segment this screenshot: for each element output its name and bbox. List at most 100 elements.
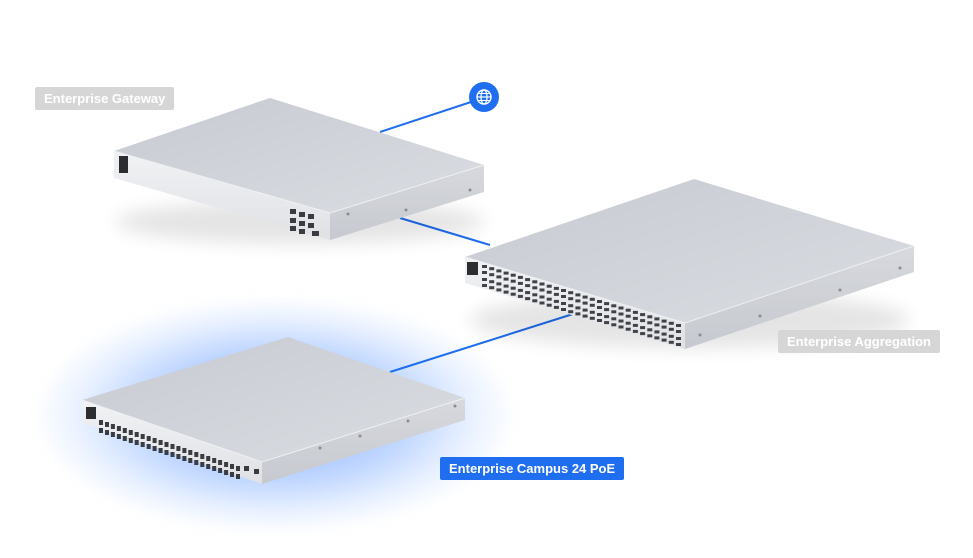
sfp-port (625, 314, 631, 318)
campus-label[interactable]: Enterprise Campus 24 PoE (440, 457, 625, 480)
sfp-port (661, 325, 667, 329)
gateway-device[interactable] (113, 98, 485, 244)
sfp-port (575, 306, 581, 310)
sfp-port (625, 321, 631, 325)
sfp-port (676, 324, 681, 327)
ethernet-port (152, 438, 157, 443)
sfp-port (582, 308, 588, 312)
sfp-port (553, 299, 559, 303)
ethernet-port (212, 458, 217, 463)
sfp-port (611, 323, 617, 327)
ethernet-port (188, 450, 193, 455)
sfp-port (532, 293, 538, 297)
ethernet-port (134, 440, 139, 445)
sfp-port (568, 297, 574, 301)
sfp-port (597, 319, 602, 322)
sfp-port (618, 319, 624, 323)
ethernet-port (152, 446, 157, 451)
sfp-port (482, 284, 487, 287)
ethernet-port (188, 458, 193, 463)
sfp-port (510, 286, 516, 290)
sfp-port (489, 273, 495, 277)
ethernet-port (224, 462, 229, 467)
sfp-port (647, 328, 653, 332)
sfp-port (553, 292, 559, 296)
ethernet-port (116, 426, 121, 431)
sfp-port (482, 278, 487, 281)
sfp-port (661, 332, 667, 336)
ethernet-port (128, 438, 133, 443)
sfp-port (568, 304, 574, 308)
sfp-port (561, 308, 566, 311)
ethernet-port (116, 434, 121, 439)
sfp-port (618, 312, 624, 316)
sfp-port (510, 292, 516, 296)
sfp-port (489, 286, 495, 290)
ethernet-port (146, 436, 151, 441)
sfp-port (575, 312, 581, 316)
sfp-port (489, 267, 495, 271)
ethernet-port (170, 444, 175, 449)
sfp-port (517, 288, 523, 292)
sfp-port (668, 321, 674, 325)
gateway-label[interactable]: Enterprise Gateway (35, 87, 175, 110)
sfp-port (589, 316, 595, 320)
sfp-port (525, 291, 531, 295)
ethernet-port (212, 466, 217, 471)
sfp-port (597, 313, 602, 316)
ethernet-port (99, 428, 103, 433)
uplink-port (244, 466, 249, 471)
uplink-port (254, 469, 259, 474)
sfp-port (661, 338, 667, 342)
ethernet-port (158, 440, 163, 445)
sfp-port (589, 310, 595, 314)
sfp-port (582, 301, 588, 305)
sfp-port (482, 265, 487, 268)
ethernet-port (194, 460, 199, 465)
sfp-port (625, 308, 631, 312)
ethernet-port (182, 448, 187, 453)
sfp-port (539, 301, 545, 305)
sfp-port (561, 302, 566, 305)
sfp-port (546, 297, 552, 301)
link-gateway-internet (379, 100, 475, 133)
sfp-port (482, 271, 487, 274)
sfp-port (503, 290, 509, 294)
ethernet-port (134, 432, 139, 437)
sfp-port (561, 289, 566, 292)
sfp-port (640, 313, 646, 317)
ethernet-port (176, 446, 181, 451)
sfp-port (668, 340, 674, 344)
sfp-port (496, 282, 502, 286)
sfp-port (575, 299, 581, 303)
sfp-port (589, 297, 595, 301)
sfp-port (668, 327, 674, 331)
sfp-port (503, 271, 509, 275)
ethernet-port (122, 428, 127, 433)
sfp-port (604, 315, 610, 319)
ethernet-port (164, 450, 169, 455)
aggregation-label[interactable]: Enterprise Aggregation (778, 330, 940, 353)
sfp-port (676, 330, 681, 333)
sfp-port (517, 281, 523, 285)
ethernet-port (218, 468, 223, 473)
ethernet-port (224, 470, 229, 475)
sfp-port (561, 295, 566, 298)
ethernet-port (146, 444, 151, 449)
ethernet-port (105, 430, 109, 435)
sfp-port (496, 275, 502, 279)
sfp-port (640, 326, 646, 330)
aggregation-device[interactable] (464, 179, 915, 349)
globe-icon[interactable] (469, 82, 499, 112)
ethernet-port (206, 456, 211, 461)
ethernet-port (194, 452, 199, 457)
campus-device[interactable] (81, 337, 466, 484)
sfp-port (517, 275, 523, 279)
sfp-port (597, 306, 602, 309)
ethernet-port (230, 472, 234, 477)
sfp-port (618, 325, 624, 329)
sfp-port (553, 305, 559, 309)
sfp-port (625, 327, 631, 331)
sfp-port (582, 295, 588, 299)
sfp-port (632, 316, 638, 320)
